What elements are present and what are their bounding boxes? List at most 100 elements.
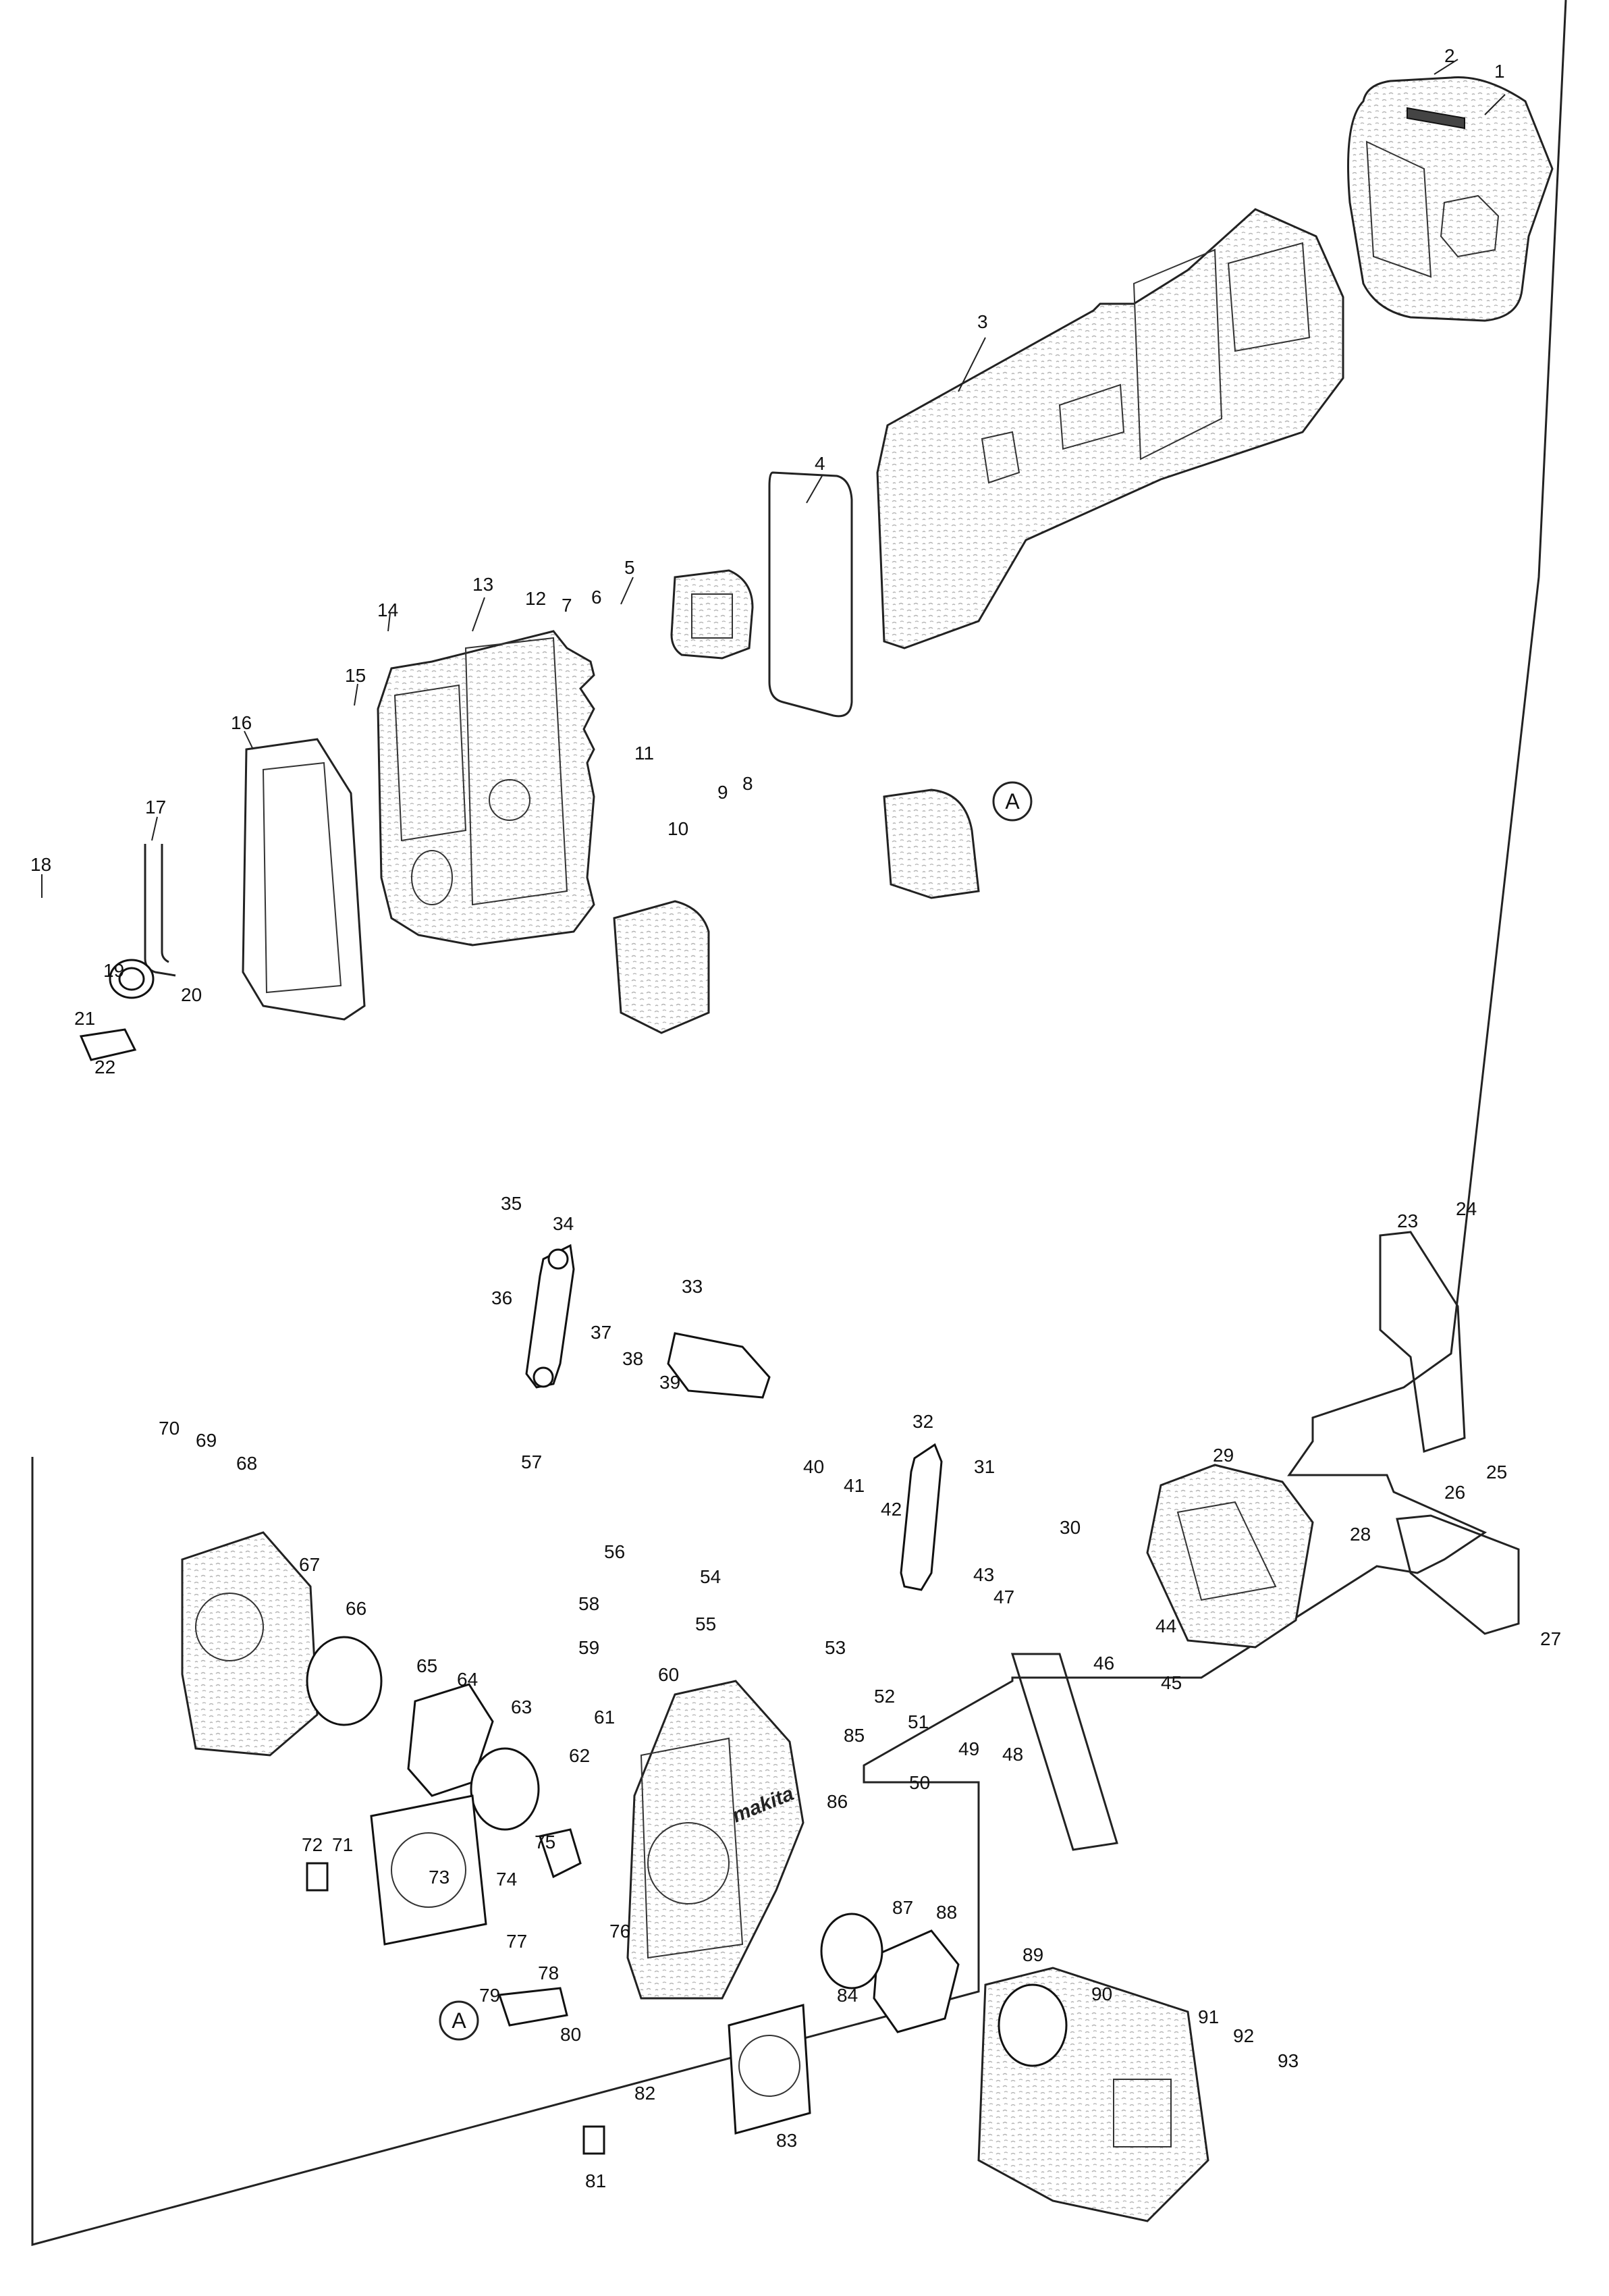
callout-92: 92 [1233,2025,1254,2046]
speaker-housing-right [977,1967,1209,2222]
callout-17: 17 [145,797,166,818]
callout-50: 50 [909,1772,930,1793]
callout-32: 32 [912,1411,933,1432]
callout-81: 81 [585,2170,606,2191]
callout-73: 73 [429,1867,449,1888]
callout-84: 84 [837,1985,858,2006]
battery-cover [1146,1464,1314,1649]
callout-44: 44 [1155,1616,1176,1636]
callout-1: 1 [1494,61,1505,82]
callout-11: 11 [634,743,654,764]
callout-78: 78 [538,1963,559,1983]
callout-10: 10 [667,818,688,839]
callout-30: 30 [1060,1517,1081,1538]
leader-lines [41,59,1506,898]
callout-9: 9 [717,782,728,803]
callout-52: 52 [874,1686,895,1707]
callout-42: 42 [881,1499,902,1520]
callout-38: 38 [622,1348,643,1369]
callout-51: 51 [908,1711,929,1732]
terminal-block [497,1987,568,2027]
electronics-sheet [876,208,1344,649]
callout-34: 34 [553,1213,574,1234]
callout-36: 36 [491,1287,512,1308]
lcd-gasket [768,471,853,718]
speaker-unit-right [873,1929,960,2033]
callout-33: 33 [682,1276,703,1297]
callout-47: 47 [993,1586,1014,1607]
callout-71: 71 [332,1834,353,1855]
callout-5: 5 [624,557,635,578]
callout-8: 8 [742,773,753,794]
callout-24: 24 [1456,1198,1477,1219]
callout-69: 69 [196,1430,217,1451]
callout-7: 7 [562,595,572,616]
callout-74: 74 [496,1869,517,1890]
callout-79: 79 [479,1985,500,2006]
callout-86: 86 [827,1791,848,1812]
callout-55: 55 [695,1613,716,1634]
callout-20: 20 [181,984,202,1005]
callout-41: 41 [844,1475,865,1496]
front-bumper-frame [242,738,366,1021]
callout-70: 70 [159,1418,180,1439]
callout-60: 60 [658,1664,679,1685]
callout-80: 80 [560,2024,581,2045]
callout-82: 82 [634,2083,655,2104]
callout-66: 66 [346,1598,366,1619]
callout-89: 89 [1022,1944,1043,1965]
callout-16: 16 [231,712,252,733]
callout-22: 22 [94,1057,115,1077]
lcd-window [670,569,754,660]
callout-23: 23 [1397,1210,1418,1231]
handle-grip [667,1332,771,1399]
callout-26: 26 [1444,1482,1465,1503]
callout-83: 83 [776,2130,797,2151]
callout-62: 62 [569,1745,590,1766]
callout-14: 14 [377,599,398,620]
callout-59: 59 [578,1637,599,1658]
callout-58: 58 [578,1593,599,1614]
callout-76: 76 [609,1921,630,1942]
callout-21: 21 [74,1008,95,1029]
callout-2: 2 [1444,45,1455,66]
callout-72: 72 [302,1834,323,1855]
callout-87: 87 [892,1897,913,1918]
callout-37: 37 [591,1322,611,1343]
assembly-outline [31,0,1567,2246]
handle-arm-right [900,1443,943,1591]
callout-15: 15 [345,665,366,686]
front-panel [377,630,595,946]
callout-61: 61 [594,1707,615,1728]
speaker-housing-left [181,1531,319,1757]
callout-64: 64 [457,1669,478,1690]
reference-mark-upper: A [992,781,1033,822]
callout-67: 67 [299,1554,320,1575]
top-pcb-unit [1347,76,1554,322]
reference-mark-upper-label: A [1005,789,1020,813]
callout-91: 91 [1198,2006,1219,2027]
callout-6: 6 [591,587,602,608]
callout-13: 13 [472,574,493,595]
main-housing: makita [626,1680,804,2000]
callout-65: 65 [416,1655,437,1676]
knob [109,959,155,999]
lcd-cover-plate [1010,1653,1118,1851]
speaker-gasket-left [470,1747,540,1831]
handle-arm-left [525,1244,575,1389]
callout-53: 53 [825,1637,846,1658]
callout-labels: 1 2 3 4 5 6 7 8 9 10 11 12 13 14 15 16 1… [30,45,1561,2191]
control-board-bracket [539,1828,582,1879]
battery-plate [79,1028,137,1061]
speaker-grille-left [306,1636,383,1726]
callout-40: 40 [803,1456,824,1477]
callout-57: 57 [521,1451,542,1472]
small-foot [306,1862,605,2155]
callout-28: 28 [1350,1524,1371,1545]
rear-bumper-frame [1379,1231,1466,1453]
callout-48: 48 [1002,1744,1023,1765]
baffle-plate-right [728,2004,811,2135]
switch-sheet [613,900,710,1034]
callout-49: 49 [958,1738,979,1759]
